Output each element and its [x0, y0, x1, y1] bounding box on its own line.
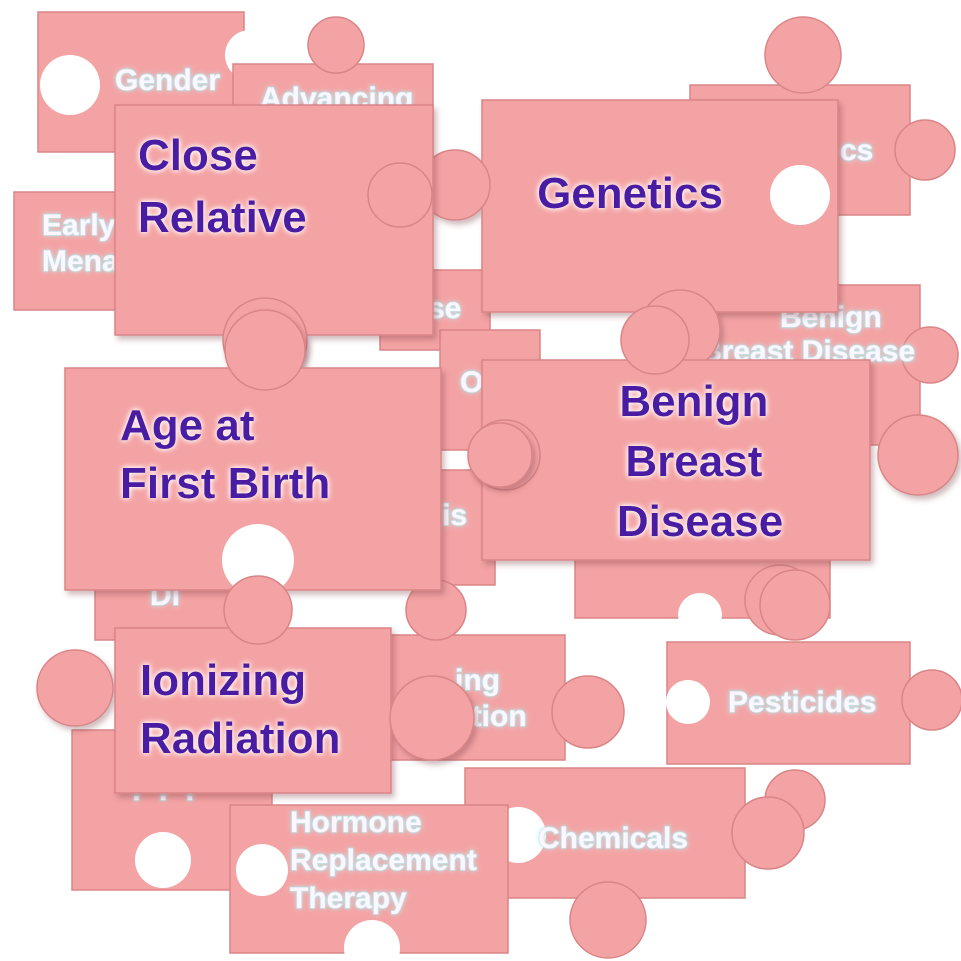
label-ionizing: Ionizing — [140, 656, 306, 705]
svg-text:Pesticides: Pesticides — [728, 686, 876, 719]
svg-text:Genetics: Genetics — [537, 169, 723, 218]
bg-label-replacement: Replacement — [290, 844, 477, 877]
bg-label-is: is — [442, 499, 467, 532]
svg-text:Benign Breast Dise: Benign Breast Disease — [617, 377, 783, 546]
bg-label-therapy: Therapy — [290, 882, 407, 915]
label-disease: Disease — [617, 497, 783, 546]
label-close: Close — [138, 131, 258, 180]
svg-text:Chemicals: Chemicals — [538, 822, 688, 855]
bg-label-hormone: Hormone — [290, 806, 422, 839]
label-genetics: Genetics — [537, 169, 723, 218]
bg-label-menarche: Mena — [42, 245, 119, 278]
label-age-at: Age at — [120, 401, 255, 450]
label-relative: Relative — [138, 193, 307, 242]
svg-text:O: O — [460, 366, 483, 399]
label-breast: Breast — [625, 437, 762, 486]
bg-label-pesticides: Pesticides — [728, 686, 876, 719]
bg-piece-chemicals: Chemicals — [465, 768, 804, 958]
label-radiation: Radiation — [140, 714, 340, 763]
svg-text:is: is — [442, 499, 467, 532]
svg-text:cs: cs — [840, 134, 873, 167]
bg-label-gender: Gender — [115, 64, 220, 97]
bg-label-chemicals: Chemicals — [538, 822, 688, 855]
label-benign: Benign — [619, 377, 768, 426]
bg-label-early: Early — [42, 209, 116, 242]
bg-label-genetics-back: cs — [840, 134, 873, 167]
label-first-birth: First Birth — [120, 459, 330, 508]
bg-label-o: O — [460, 366, 483, 399]
bg-piece-hrt: Hormone Replacement Therapy — [230, 805, 508, 961]
svg-text:Gender: Gender — [115, 64, 220, 97]
